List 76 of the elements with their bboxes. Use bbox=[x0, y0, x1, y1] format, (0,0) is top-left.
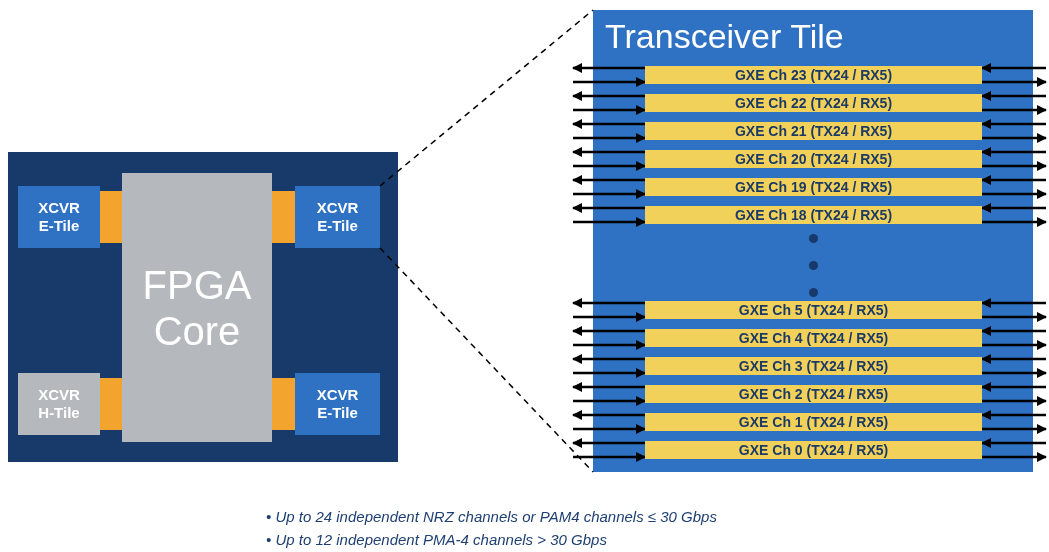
arrow bbox=[572, 63, 645, 73]
arrow bbox=[573, 340, 646, 350]
channel-bar: GXE Ch 3 (TX24 / RX5) bbox=[645, 357, 982, 375]
channel-bar: GXE Ch 22 (TX24 / RX5) bbox=[645, 94, 982, 112]
arrow bbox=[981, 203, 1046, 213]
arrow bbox=[982, 368, 1047, 378]
channel-bar: GXE Ch 0 (TX24 / RX5) bbox=[645, 441, 982, 459]
channel-bar: GXE Ch 5 (TX24 / RX5) bbox=[645, 301, 982, 319]
arrow bbox=[572, 326, 645, 336]
arrow bbox=[572, 175, 645, 185]
arrow bbox=[982, 77, 1047, 87]
channel-bar: GXE Ch 1 (TX24 / RX5) bbox=[645, 413, 982, 431]
bullet-note: • Up to 24 independent NRZ channels or PAM4 channels ≤ 30 Gbps bbox=[266, 508, 717, 525]
arrow bbox=[981, 326, 1046, 336]
channel-bar: GXE Ch 21 (TX24 / RX5) bbox=[645, 122, 982, 140]
arrow bbox=[572, 119, 645, 129]
arrow bbox=[572, 91, 645, 101]
channel-bar: GXE Ch 19 (TX24 / RX5) bbox=[645, 178, 982, 196]
arrow bbox=[573, 396, 646, 406]
arrow bbox=[573, 133, 646, 143]
bridge-block bbox=[100, 378, 122, 430]
tile-block: XCVR H-Tile bbox=[18, 373, 100, 435]
arrow bbox=[981, 119, 1046, 129]
zoom-line bbox=[379, 247, 594, 473]
arrow bbox=[982, 133, 1047, 143]
arrow bbox=[573, 452, 646, 462]
arrow bbox=[981, 63, 1046, 73]
arrow bbox=[982, 189, 1047, 199]
core-block: FPGA Core bbox=[122, 173, 272, 442]
arrow bbox=[573, 368, 646, 378]
bridge-block bbox=[100, 191, 122, 243]
arrow bbox=[573, 312, 646, 322]
channel-bar: GXE Ch 18 (TX24 / RX5) bbox=[645, 206, 982, 224]
arrow bbox=[981, 438, 1046, 448]
arrow bbox=[982, 396, 1047, 406]
tile-block: XCVR E-Tile bbox=[295, 373, 380, 435]
arrow bbox=[982, 312, 1047, 322]
bullet-note: • Up to 12 independent PMA-4 channels > 30 Gbps bbox=[266, 531, 607, 548]
package-panel bbox=[8, 152, 398, 462]
arrow bbox=[572, 354, 645, 364]
arrow bbox=[573, 189, 646, 199]
arrow bbox=[982, 424, 1047, 434]
arrow bbox=[573, 77, 646, 87]
panel-title: Transceiver Tile bbox=[605, 16, 844, 56]
channel-bar: GXE Ch 4 (TX24 / RX5) bbox=[645, 329, 982, 347]
arrow bbox=[981, 354, 1046, 364]
channel-bar: GXE Ch 23 (TX24 / RX5) bbox=[645, 66, 982, 84]
bridge-block bbox=[272, 378, 295, 430]
arrow bbox=[572, 203, 645, 213]
bridge-block bbox=[272, 191, 295, 243]
arrow bbox=[981, 410, 1046, 420]
arrow bbox=[572, 382, 645, 392]
arrow bbox=[573, 161, 646, 171]
arrow bbox=[982, 217, 1047, 227]
arrow bbox=[981, 298, 1046, 308]
arrow bbox=[572, 438, 645, 448]
channel-bar: GXE Ch 20 (TX24 / RX5) bbox=[645, 150, 982, 168]
arrow bbox=[573, 217, 646, 227]
arrow bbox=[573, 424, 646, 434]
channel-bar: GXE Ch 2 (TX24 / RX5) bbox=[645, 385, 982, 403]
arrow bbox=[981, 147, 1046, 157]
arrow bbox=[982, 452, 1047, 462]
arrow bbox=[982, 105, 1047, 115]
zoom-line bbox=[379, 9, 594, 187]
arrow bbox=[982, 340, 1047, 350]
tile-panel bbox=[593, 10, 1033, 472]
tile-block: XCVR E-Tile bbox=[295, 186, 380, 248]
arrow bbox=[572, 298, 645, 308]
arrow bbox=[981, 382, 1046, 392]
arrow bbox=[981, 175, 1046, 185]
arrow bbox=[573, 105, 646, 115]
arrow bbox=[981, 91, 1046, 101]
arrow bbox=[572, 147, 645, 157]
arrow bbox=[572, 410, 645, 420]
tile-block: XCVR E-Tile bbox=[18, 186, 100, 248]
arrow bbox=[982, 161, 1047, 171]
